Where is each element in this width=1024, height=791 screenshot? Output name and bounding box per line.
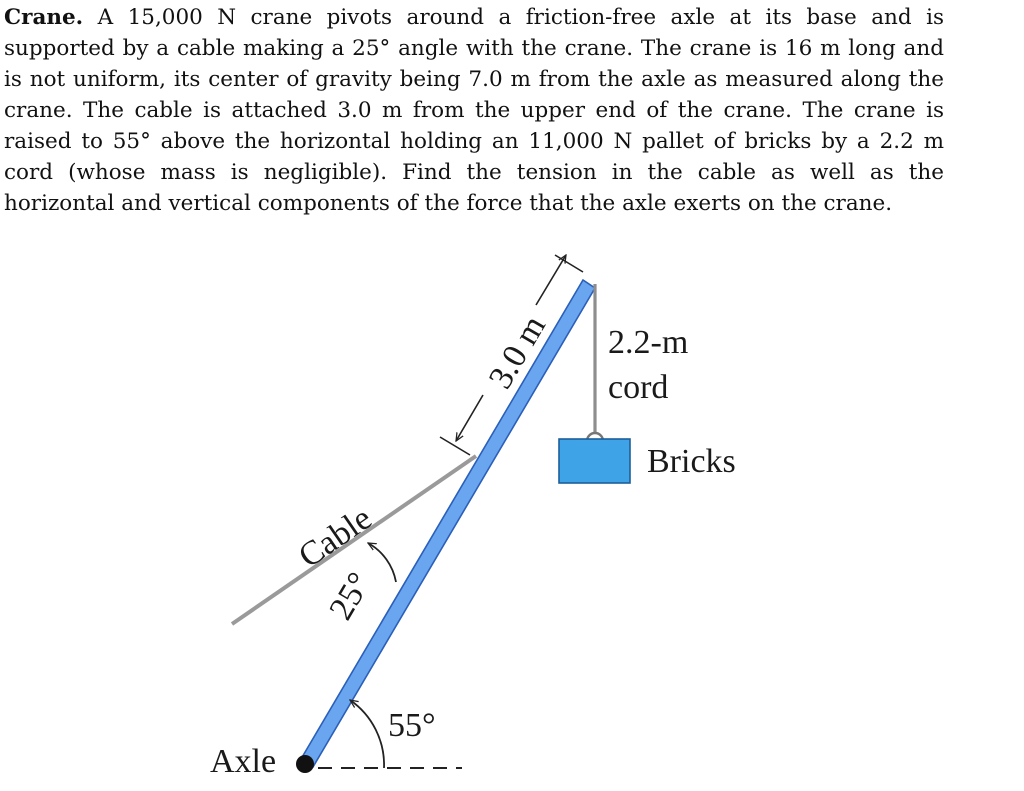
bricks-label: Bricks (647, 443, 736, 480)
cord-label-line1: 2.2-m (608, 324, 688, 361)
cable-angle-arc (368, 542, 397, 583)
crane-angle-label: 55° (388, 707, 436, 744)
dimension-tick-upper (554, 254, 584, 273)
dimension-arrow-lower (456, 394, 484, 441)
axle-pivot (296, 755, 314, 773)
cable-angle-label: 25° (322, 566, 378, 626)
dimension-arrow-upper (535, 255, 566, 306)
problem-statement: Crane. A 15,000 N crane pivots around a … (4, 2, 944, 219)
bricks-box (558, 438, 631, 484)
crane-angle-arc (350, 700, 385, 769)
cable-line (230, 454, 478, 626)
cord-label-line2: cord (608, 369, 668, 406)
axle-label: Axle (210, 743, 276, 780)
problem-text: A 15,000 N crane pivots around a frictio… (4, 5, 944, 216)
dimension-tick-lower (439, 436, 471, 456)
cable-label: Cable (292, 500, 378, 575)
problem-title: Crane. (4, 5, 84, 30)
